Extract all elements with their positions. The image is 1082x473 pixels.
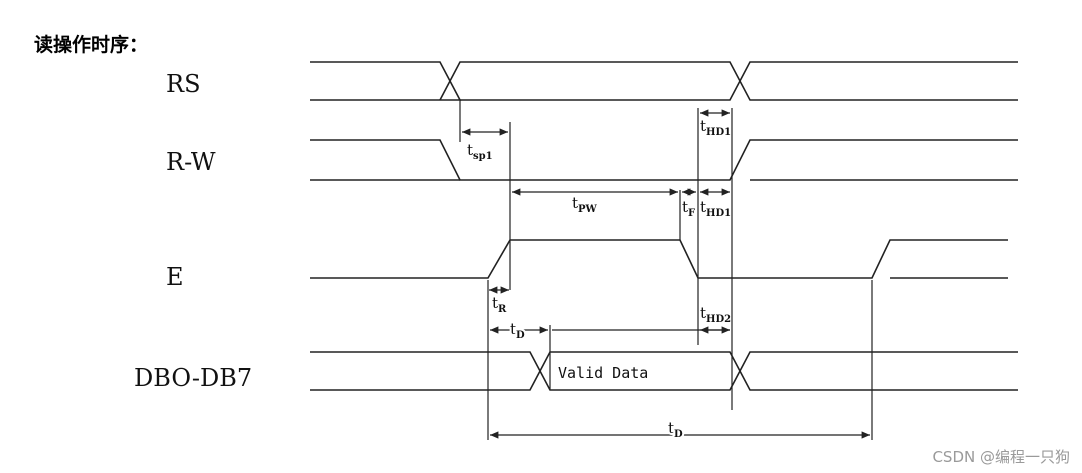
waveform-rs [310, 61, 1018, 101]
watermark: CSDN @编程一只狗 [932, 448, 1070, 466]
signal-label-e: E [166, 263, 184, 291]
diagram-title: 读操作时序： [34, 34, 149, 56]
label-t-pw: tPW [572, 194, 598, 215]
label-t-r: tR [492, 294, 507, 315]
signal-label-db: DBO-DB7 [134, 364, 252, 392]
label-t-hd2: tHD2 [700, 304, 731, 325]
waveform-db [310, 351, 1018, 391]
waveform-e [310, 239, 1008, 279]
signal-label-rs: RS [166, 70, 201, 98]
label-t-hd1-top: tHD1 [700, 117, 731, 138]
label-t-sp1: tsp1 [467, 141, 493, 162]
label-t-hd1-mid: tHD1 [700, 198, 731, 219]
waveform-rw [310, 139, 1018, 181]
dimension-arrows [462, 109, 870, 439]
valid-data-label: Valid Data [558, 364, 648, 382]
reference-lines [459, 100, 873, 440]
label-t-d-short: tD [510, 320, 525, 341]
label-t-f: tF [682, 198, 695, 219]
signal-label-rw: R-W [166, 148, 216, 176]
label-t-d-long: tD [668, 419, 683, 440]
